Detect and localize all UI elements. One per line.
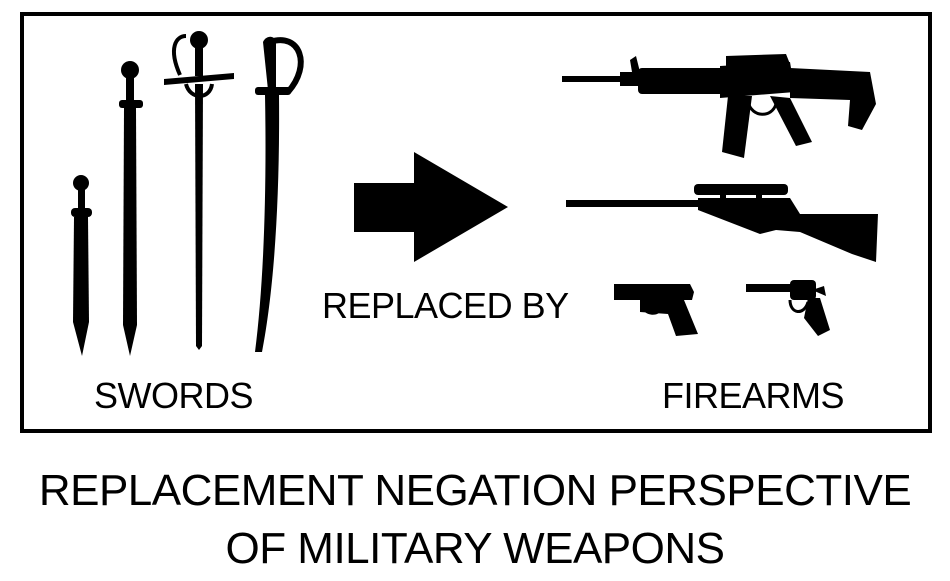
revolver-icon bbox=[746, 280, 830, 336]
rapier-icon bbox=[164, 31, 234, 350]
longsword-icon bbox=[119, 61, 143, 356]
firearms-label: FIREARMS bbox=[662, 375, 845, 416]
diagram-frame bbox=[20, 12, 932, 433]
replaced-by-label: REPLACED BY bbox=[322, 285, 569, 326]
assault-rifle-icon bbox=[562, 54, 876, 158]
scoped-rifle-icon bbox=[566, 184, 878, 262]
right-arrow-icon bbox=[354, 152, 508, 262]
sabre-icon bbox=[255, 36, 304, 352]
caption: REPLACEMENT NEGATION PERSPECTIVE OF MILI… bbox=[0, 462, 950, 578]
pistol-icon bbox=[614, 284, 698, 336]
gladius-sword-icon bbox=[71, 175, 92, 356]
caption-line-1: REPLACEMENT NEGATION PERSPECTIVE bbox=[38, 466, 912, 515]
swords-label: SWORDS bbox=[94, 375, 254, 416]
caption-line-2: OF MILITARY WEAPONS bbox=[225, 524, 725, 573]
